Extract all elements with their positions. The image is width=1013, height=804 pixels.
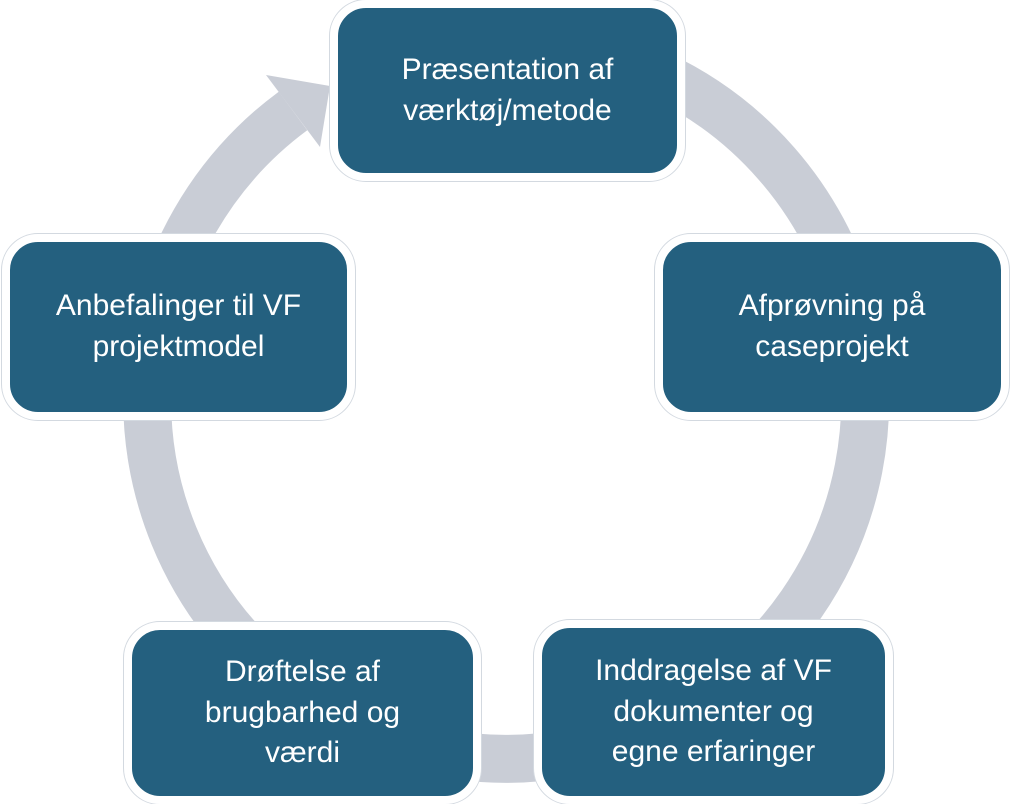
cycle-step-label: Afprøvning på caseprojekt	[738, 289, 926, 363]
cycle-arrowhead-icon	[266, 75, 330, 147]
cycle-step-inddragelse: Inddragelse af VF dokumenter og egne erf…	[534, 620, 893, 804]
cycle-step-anbefalinger: Anbefalinger til VF projektmodel	[2, 234, 355, 420]
cycle-step-afproevning: Afprøvning på caseprojekt	[655, 234, 1009, 420]
cycle-step-label: Inddragelse af VF dokumenter og egne erf…	[595, 653, 832, 769]
cycle-step-praesentation: Præsentation af værktøj/metode	[330, 0, 685, 181]
cycle-step-label: Drøftelse af brugbarhed og værdi	[204, 654, 401, 770]
cycle-step-label: Anbefalinger til VF projektmodel	[55, 289, 302, 363]
cycle-step-label: Præsentation af værktøj/metode	[401, 52, 614, 127]
cycle-step-droeftelse: Drøftelse af brugbarhed og værdi	[124, 622, 481, 804]
